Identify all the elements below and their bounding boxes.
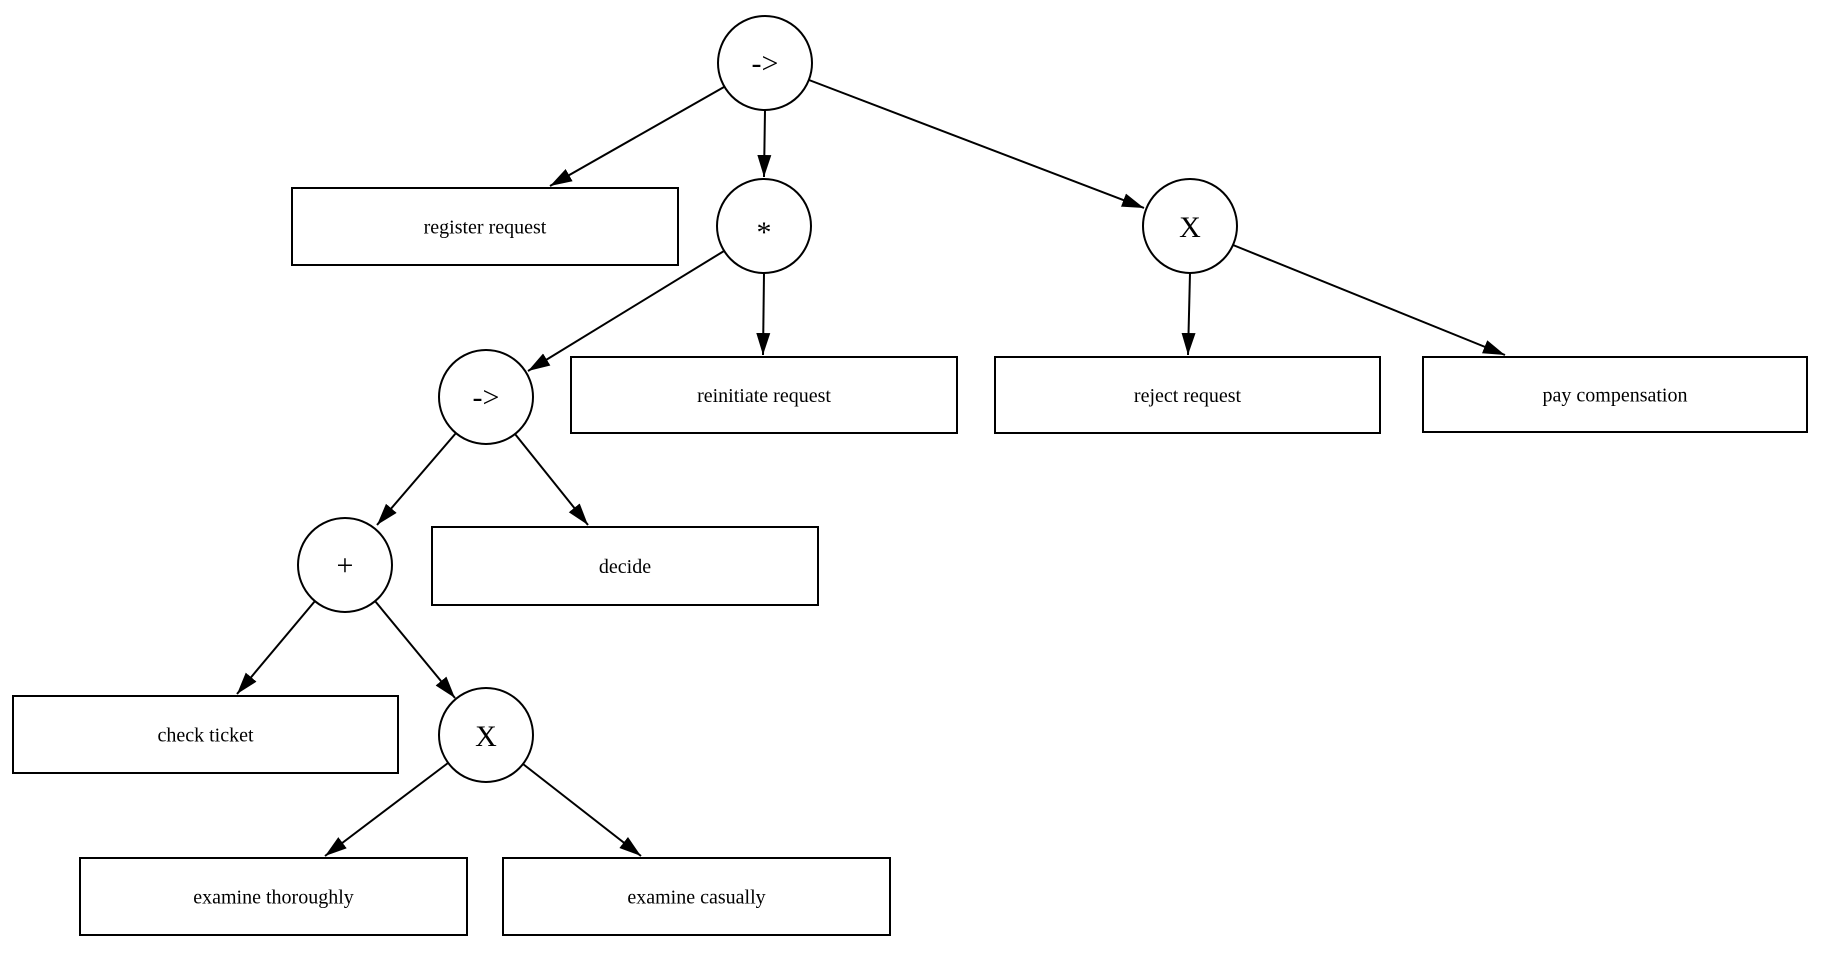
activity-label-register-request: register request — [424, 217, 547, 239]
activity-node-examine-casually: examine casually — [502, 857, 891, 936]
operator-node-xor-bottom: X — [438, 687, 534, 783]
edge-xor-top-to-pay-compensation — [1232, 244, 1506, 356]
edge-and-to-xor-bottom — [374, 600, 456, 699]
edge-seq-root-to-xor-top — [808, 79, 1145, 209]
operator-node-seq-2: -> — [438, 349, 534, 445]
activity-node-examine-thoroughly: examine thoroughly — [79, 857, 468, 936]
activity-label-reject-request: reject request — [1134, 385, 1242, 407]
operator-node-seq-root: -> — [717, 15, 813, 111]
activity-label-decide: decide — [599, 556, 651, 578]
activity-node-reject-request: reject request — [994, 356, 1381, 434]
activity-rect-examine-thoroughly — [79, 857, 468, 936]
activity-label-reinitiate-request: reinitiate request — [697, 385, 831, 407]
operator-label-xor-top: X — [1179, 211, 1201, 244]
activity-rect-check-ticket — [12, 695, 399, 774]
operator-node-xor-top: X — [1142, 178, 1238, 274]
activity-node-pay-compensation: pay compensation — [1422, 356, 1808, 433]
activity-rect-examine-casually — [502, 857, 891, 936]
activity-node-decide: decide — [431, 526, 819, 606]
activity-rect-register-request — [291, 187, 679, 266]
operator-node-and: + — [297, 517, 393, 613]
operator-circle-and — [297, 517, 393, 613]
operator-circle-loop — [716, 178, 812, 274]
operator-circle-xor-top — [1142, 178, 1238, 274]
edges-layer — [236, 79, 1506, 857]
activity-rect-reinitiate-request — [570, 356, 958, 434]
edge-loop-to-reinitiate-request — [756, 272, 771, 356]
edge-seq-root-to-register-request — [549, 86, 725, 187]
activity-label-pay-compensation: pay compensation — [1543, 385, 1688, 407]
edge-loop-to-seq-2 — [527, 250, 725, 372]
operator-circle-seq-2 — [438, 349, 534, 445]
edge-seq-2-to-and — [376, 432, 457, 526]
activity-label-check-ticket: check ticket — [157, 725, 253, 747]
edge-seq-2-to-decide — [514, 433, 589, 526]
edge-xor-top-to-reject-request — [1181, 272, 1196, 356]
activity-label-examine-casually: examine casually — [627, 887, 765, 909]
activity-rect-reject-request — [994, 356, 1381, 434]
operator-label-and: + — [337, 549, 354, 582]
operator-node-loop: * — [716, 178, 812, 274]
activity-node-reinitiate-request: reinitiate request — [570, 356, 958, 434]
operator-label-seq-2: -> — [473, 381, 500, 414]
operator-label-loop: * — [757, 216, 772, 249]
edge-and-to-check-ticket — [236, 600, 316, 695]
operator-circle-xor-bottom — [438, 687, 534, 783]
operator-circle-seq-root — [717, 15, 813, 111]
activity-node-check-ticket: check ticket — [12, 695, 399, 774]
operator-label-xor-bottom: X — [475, 720, 497, 753]
edge-xor-bottom-to-examine-thoroughly — [324, 762, 449, 857]
edge-xor-bottom-to-examine-casually — [522, 763, 642, 857]
edge-seq-root-to-loop — [757, 109, 772, 178]
operator-label-seq-root: -> — [752, 47, 779, 80]
activity-rect-decide — [431, 526, 819, 606]
activity-label-examine-thoroughly: examine thoroughly — [193, 887, 354, 909]
activity-node-register-request: register request — [291, 187, 679, 266]
activity-rect-pay-compensation — [1422, 356, 1808, 433]
